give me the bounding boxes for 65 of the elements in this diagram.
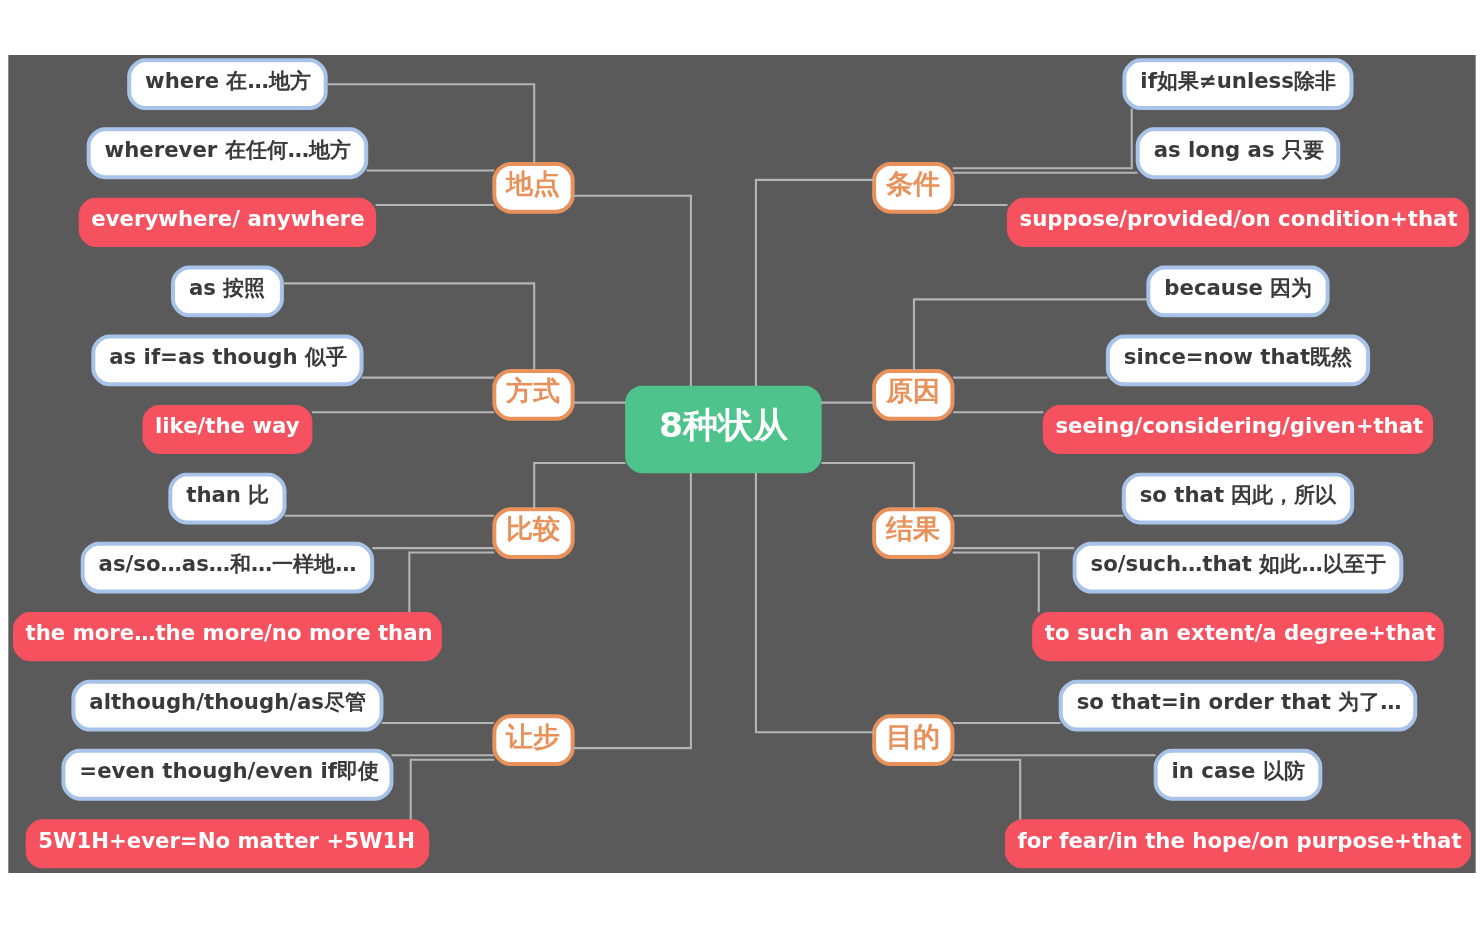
connector — [953, 753, 1156, 756]
node-box: 结果 — [872, 506, 955, 559]
node-box: the more…the more/no more than — [12, 611, 442, 661]
node-box: 比较 — [492, 506, 575, 559]
connector — [572, 472, 692, 749]
connector — [952, 550, 1040, 612]
node-box: for fear/in the hope/on purpose+that — [1004, 818, 1472, 868]
node-box: 方式 — [492, 368, 575, 421]
node-box: 目的 — [872, 713, 955, 766]
node-box: 地点 — [492, 161, 575, 214]
connector — [366, 168, 495, 172]
connector — [391, 753, 495, 756]
node-box: as long as 只要 — [1135, 126, 1341, 179]
connector — [409, 758, 495, 819]
node-box: so/such…that 如此…以至于 — [1072, 541, 1404, 593]
node-box: because 因为 — [1146, 265, 1330, 317]
connector — [952, 108, 1133, 169]
connector — [372, 546, 495, 549]
connector — [821, 401, 874, 404]
connector — [953, 721, 1061, 724]
node-box: so that 因此，所以 — [1121, 472, 1355, 524]
connector — [533, 461, 626, 509]
connector — [284, 514, 495, 517]
node-box: so that=in order that 为了… — [1058, 679, 1418, 732]
connector — [953, 203, 1008, 206]
node-box: 条件 — [872, 161, 955, 214]
node-box: seeing/considering/given+that — [1042, 404, 1434, 454]
connector — [572, 401, 626, 404]
node-box: 8种状从 — [625, 385, 822, 473]
node-box: suppose/provided/on condition+that — [1006, 197, 1470, 247]
node-box: although/though/as尽管 — [71, 679, 384, 732]
node-box: everywhere/ anywhere — [78, 197, 377, 247]
connector — [381, 721, 494, 724]
node-box: in case 以防 — [1153, 748, 1323, 801]
node-box: wherever 在任何…地方 — [86, 126, 369, 179]
connector — [953, 546, 1075, 549]
connector — [821, 461, 916, 509]
node-box: 5W1H+ever=No matter +5W1H — [25, 818, 430, 868]
connector — [281, 281, 536, 371]
node-box: 原因 — [872, 368, 955, 421]
connector — [572, 194, 692, 386]
node-box: as 按照 — [171, 265, 284, 317]
connector — [375, 203, 494, 206]
node-box: if如果≠unless除非 — [1122, 57, 1354, 110]
connector — [953, 376, 1108, 379]
connector — [953, 410, 1044, 413]
node-box: as if=as though 似乎 — [91, 334, 364, 386]
connector — [754, 472, 874, 733]
connector — [325, 82, 536, 164]
node-box: 让步 — [492, 713, 575, 766]
connector — [953, 171, 1138, 174]
connector — [754, 178, 874, 386]
node-box: as/so…as…和…一样地… — [80, 541, 375, 593]
connector — [912, 297, 1149, 371]
node-box: like/the way — [142, 404, 313, 454]
connector — [361, 376, 495, 379]
node-box: than 比 — [168, 472, 287, 524]
connector — [953, 514, 1124, 517]
node-box: where 在…地方 — [127, 57, 328, 110]
node-box: to such an extent/a degree+that — [1032, 611, 1444, 661]
connector — [952, 758, 1022, 819]
connector — [408, 550, 495, 612]
connector — [311, 410, 494, 413]
node-box: since=now that既然 — [1105, 334, 1371, 386]
node-box: =even though/even if即使 — [61, 748, 394, 801]
